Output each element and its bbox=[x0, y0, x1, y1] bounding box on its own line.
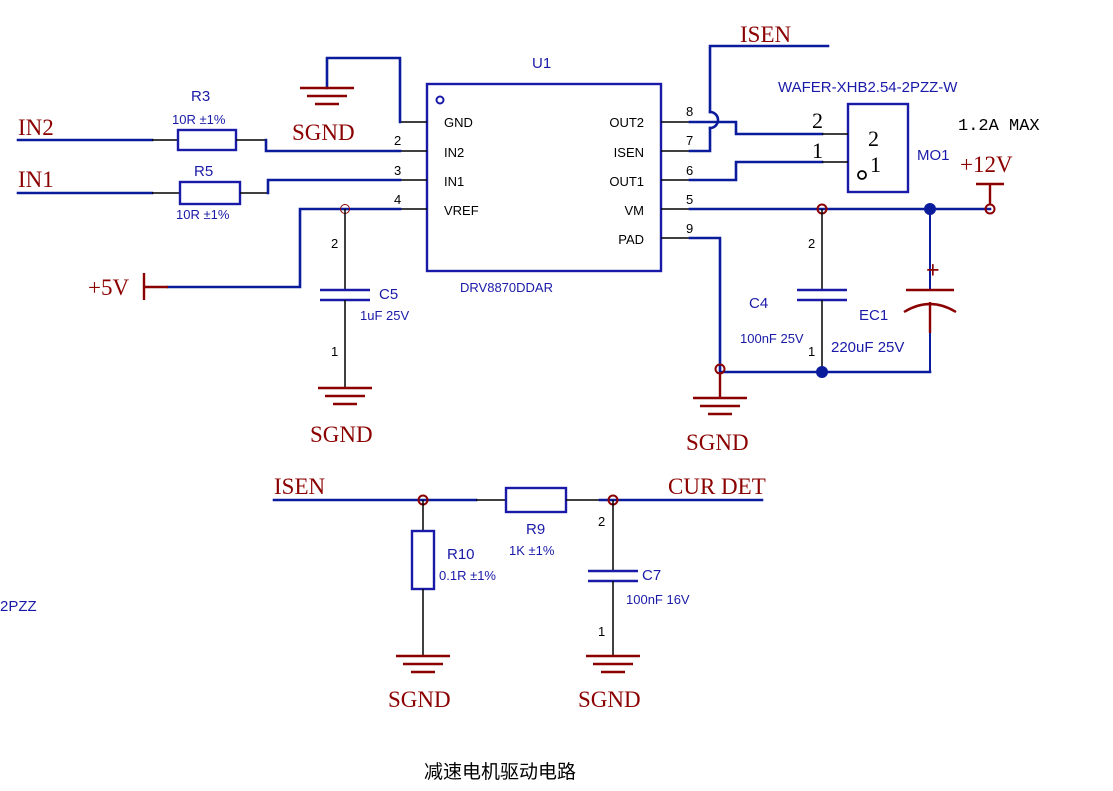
capacitor-ec1[interactable]: + EC1 220uF 25V bbox=[831, 209, 957, 372]
pin-name-vm: VM bbox=[625, 203, 645, 218]
pin-num-4: 4 bbox=[394, 192, 401, 207]
sgnd-symbol-c7: SGND bbox=[578, 654, 641, 712]
resistor-r9[interactable]: R9 1K ±1% bbox=[476, 486, 600, 558]
ec1-polarity: + bbox=[926, 258, 940, 284]
ic-body bbox=[425, 82, 663, 273]
pin1-marker bbox=[435, 95, 445, 105]
pin-num-2: 2 bbox=[394, 133, 401, 148]
plus12v-label: +12V bbox=[960, 152, 1013, 177]
c7-pin1: 1 bbox=[598, 624, 605, 639]
cur-det-label: CUR DET bbox=[668, 474, 766, 499]
c4-pin2: 2 bbox=[808, 236, 815, 251]
sgnd-symbol-r10: SGND bbox=[388, 654, 451, 712]
r9-value: 1K ±1% bbox=[509, 543, 555, 558]
junction-gnd-bus bbox=[816, 366, 828, 378]
ic-ref: U1 bbox=[532, 55, 551, 72]
pin-num-7: 7 bbox=[686, 133, 693, 148]
c7-pin2: 2 bbox=[598, 514, 605, 529]
capacitor-c4[interactable]: 2 1 C4 100nF 25V bbox=[740, 209, 847, 372]
clipped-connector-label: 2PZZ bbox=[0, 598, 37, 615]
resistor-r3[interactable]: R3 10R ±1% bbox=[152, 88, 266, 152]
r5-ref: R5 bbox=[194, 163, 213, 180]
capacitor-c5[interactable]: 2 1 C5 1uF 25V bbox=[320, 209, 409, 388]
pin-num-9: 9 bbox=[686, 221, 693, 236]
connector-mo1[interactable]: WAFER-XHB2.54-2PZZ-W 2 1 2 1 MO1 1.2A MA… bbox=[778, 79, 1040, 194]
ec1-ref: EC1 bbox=[859, 307, 888, 324]
in2-label: IN2 bbox=[18, 115, 54, 140]
ic-value: DRV8870DDAR bbox=[460, 280, 553, 295]
plus5v-label: +5V bbox=[88, 275, 129, 300]
sgnd-label-top: SGND bbox=[292, 120, 355, 145]
mo1-part: WAFER-XHB2.54-2PZZ-W bbox=[778, 79, 958, 96]
pin-num-5: 5 bbox=[686, 192, 693, 207]
net-in2: IN2 bbox=[16, 115, 154, 142]
capacitor-c7[interactable]: 2 1 C7 100nF 16V bbox=[588, 500, 690, 656]
ic-u1[interactable]: U1 DRV8870DDAR GND IN2 IN1 VREF OUT2 ISE… bbox=[394, 55, 693, 295]
r3-ref: R3 bbox=[191, 88, 210, 105]
resistor-r10[interactable]: R10 0.1R ±1% bbox=[410, 500, 496, 656]
c7-ref: C7 bbox=[642, 567, 661, 584]
pin-name-isen: ISEN bbox=[614, 145, 644, 160]
sgnd-symbol-top: SGND bbox=[292, 56, 402, 145]
c5-value: 1uF 25V bbox=[360, 308, 409, 323]
c5-ref: C5 bbox=[379, 286, 398, 303]
mo1-note: 1.2A MAX bbox=[958, 117, 1040, 136]
pin-name-out2: OUT2 bbox=[609, 115, 644, 130]
isen-bottom-label: ISEN bbox=[274, 474, 326, 499]
mo1-pin2-num: 2 bbox=[812, 108, 823, 133]
schematic-caption: 减速电机驱动电路 bbox=[424, 761, 576, 783]
pin-num-6: 6 bbox=[686, 163, 693, 178]
pin-name-pad: PAD bbox=[618, 232, 644, 247]
mo1-ref: MO1 bbox=[917, 147, 950, 164]
pin-name-gnd: GND bbox=[444, 115, 473, 130]
r3-value: 10R ±1% bbox=[172, 112, 226, 127]
sgnd-symbol-c5: SGND bbox=[310, 386, 373, 447]
r10-ref: R10 bbox=[447, 546, 475, 563]
pin-name-out1: OUT1 bbox=[609, 174, 644, 189]
net-isen-top: ISEN bbox=[688, 22, 830, 153]
ec1-value: 220uF 25V bbox=[831, 339, 904, 356]
c5-pin1: 1 bbox=[331, 344, 338, 359]
sgnd-label-c7: SGND bbox=[578, 687, 641, 712]
power-plus5v: +5V bbox=[88, 273, 168, 300]
c5-pin2: 2 bbox=[331, 236, 338, 251]
pin-name-in1: IN1 bbox=[444, 174, 464, 189]
r5-value: 10R ±1% bbox=[176, 207, 230, 222]
pin-name-in2: IN2 bbox=[444, 145, 464, 160]
pin-name-vref: VREF bbox=[444, 203, 479, 218]
pin-num-8: 8 bbox=[686, 104, 693, 119]
pin-num-3: 3 bbox=[394, 163, 401, 178]
mo1-pin1-marker bbox=[857, 170, 867, 180]
c4-ref: C4 bbox=[749, 295, 768, 312]
r10-value: 0.1R ±1% bbox=[439, 568, 496, 583]
c7-value: 100nF 16V bbox=[626, 592, 690, 607]
sgnd-label-c5: SGND bbox=[310, 422, 373, 447]
resistor-r5[interactable]: R5 10R ±1% bbox=[152, 163, 268, 222]
sgnd-symbol-pad: SGND bbox=[686, 372, 749, 455]
isen-top-label: ISEN bbox=[740, 22, 792, 47]
net-cur-det: CUR DET bbox=[668, 474, 766, 499]
r9-ref: R9 bbox=[526, 521, 545, 538]
mo1-pin1-num: 1 bbox=[812, 138, 823, 163]
in1-label: IN1 bbox=[18, 167, 54, 192]
sgnd-label-pad: SGND bbox=[686, 430, 749, 455]
power-plus12v: +12V bbox=[960, 152, 1013, 215]
sgnd-label-r10: SGND bbox=[388, 687, 451, 712]
c4-value: 100nF 25V bbox=[740, 331, 804, 346]
net-in1: IN1 bbox=[16, 167, 154, 195]
mo1-pin2-label: 2 bbox=[868, 126, 879, 151]
mo1-pin1-label: 1 bbox=[870, 152, 881, 177]
net-isen-bottom: ISEN bbox=[272, 474, 478, 502]
c4-pin1: 1 bbox=[808, 344, 815, 359]
